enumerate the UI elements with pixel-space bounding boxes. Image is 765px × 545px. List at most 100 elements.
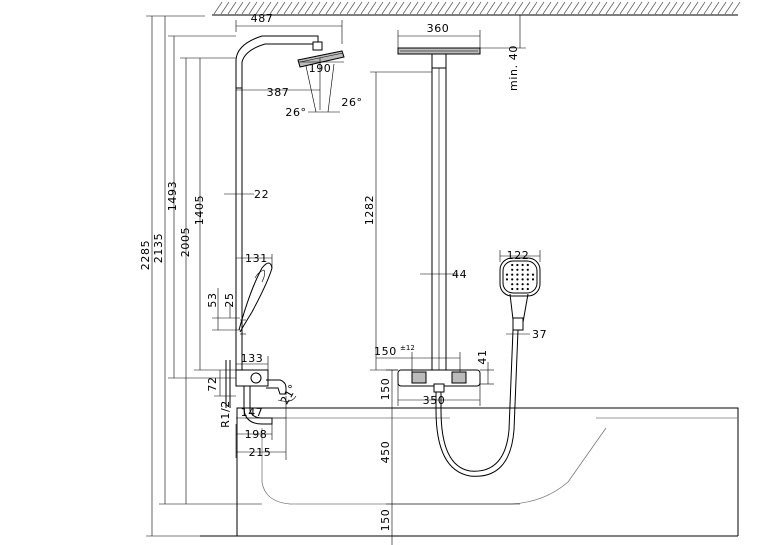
ceiling-hatch-line bbox=[241, 1, 251, 15]
ceiling-hatch-line bbox=[213, 1, 223, 15]
dim-head-offset: 387 bbox=[267, 86, 290, 99]
ceiling-hatch-line bbox=[276, 1, 286, 15]
spray-nozzle bbox=[526, 278, 529, 281]
spray-nozzle bbox=[511, 263, 514, 267]
ceiling-hatch-line bbox=[542, 1, 552, 15]
dim-25: 25 bbox=[223, 292, 236, 307]
spray-nozzle bbox=[521, 273, 524, 276]
ceiling-hatch-line bbox=[234, 1, 244, 15]
spray-nozzle bbox=[531, 278, 535, 281]
ceiling-hatch-line bbox=[220, 1, 230, 15]
ceiling-hatch-line bbox=[381, 1, 391, 15]
spray-nozzle bbox=[526, 268, 529, 271]
ceiling-hatch-line bbox=[556, 1, 566, 15]
ceiling-hatch-line bbox=[535, 1, 545, 15]
ceiling-hatch-line bbox=[290, 1, 300, 15]
ceiling-hatch-line bbox=[493, 1, 503, 15]
ceiling-hatch-line bbox=[640, 1, 650, 15]
ceiling-hatch-line bbox=[661, 1, 671, 15]
ceiling-hatch-line bbox=[479, 1, 489, 15]
ceiling-hatch-line bbox=[514, 1, 524, 15]
ceiling-hatch-line bbox=[668, 1, 678, 15]
spray-nozzle bbox=[511, 273, 514, 276]
spray-nozzle bbox=[511, 278, 514, 281]
spray-nozzle bbox=[516, 287, 519, 291]
ceiling-hatch-line bbox=[374, 1, 384, 15]
ceiling-hatch-line bbox=[696, 1, 706, 15]
dim-arm-length: 487 bbox=[251, 12, 274, 25]
dim-21-angle: 21° bbox=[278, 382, 300, 407]
spray-nozzle bbox=[526, 283, 529, 286]
spray-nozzle bbox=[505, 278, 509, 281]
dim-53: 53 bbox=[206, 292, 219, 307]
dim-tilt-left: 26° bbox=[285, 106, 306, 119]
dim-hand-side: 131 bbox=[245, 252, 268, 265]
spray-nozzle bbox=[516, 283, 519, 286]
ceiling-hatch-line bbox=[451, 1, 461, 15]
ceiling-hatch-line bbox=[633, 1, 643, 15]
dim-head-side: 190 bbox=[309, 62, 332, 75]
ceiling-hatch-line bbox=[472, 1, 482, 15]
ceiling-hatch-line bbox=[297, 1, 307, 15]
ceiling bbox=[212, 1, 741, 16]
ceiling-hatch-line bbox=[584, 1, 594, 15]
spray-nozzle bbox=[526, 273, 529, 276]
dim-2005: 2005 bbox=[179, 227, 192, 257]
ceiling-hatch-line bbox=[325, 1, 335, 15]
dim-hose: 37 bbox=[532, 328, 547, 341]
ceiling-hatch-line bbox=[563, 1, 573, 15]
ceiling-hatch-line bbox=[262, 1, 272, 15]
ceiling-hatch-line bbox=[318, 1, 328, 15]
ceiling-hatch-line bbox=[626, 1, 636, 15]
dim-72: 72 bbox=[206, 376, 219, 391]
dim-floor-height: 150 bbox=[379, 509, 392, 532]
ceiling-hatch-line bbox=[388, 1, 398, 15]
dim-2135: 2135 bbox=[152, 233, 165, 263]
ceiling-hatch-line bbox=[507, 1, 517, 15]
ceiling-hatch-line bbox=[269, 1, 279, 15]
dim-147: 147 bbox=[241, 406, 264, 419]
spray-nozzle bbox=[516, 273, 519, 276]
dim-inlet-spacing: 150 bbox=[374, 345, 397, 358]
ceiling-hatch-line bbox=[304, 1, 314, 15]
side-view-shower bbox=[225, 35, 345, 425]
spray-nozzle bbox=[521, 268, 524, 271]
spray-nozzle bbox=[516, 278, 519, 281]
dim-rail-diameter: 44 bbox=[452, 268, 467, 281]
ceiling-hatch-line bbox=[724, 1, 734, 15]
dimension-lines bbox=[146, 15, 541, 545]
ceiling-hatch-line bbox=[703, 1, 713, 15]
dim-inlet-tolerance: ±12 bbox=[400, 344, 415, 352]
dim-1405: 1405 bbox=[193, 195, 206, 225]
spray-nozzle bbox=[505, 273, 509, 276]
ceiling-hatch-line bbox=[577, 1, 587, 15]
dim-215: 215 bbox=[249, 446, 272, 459]
dim-thread: R1/2 bbox=[219, 400, 232, 428]
ceiling-hatch-line bbox=[675, 1, 685, 15]
ceiling-hatch-line bbox=[430, 1, 440, 15]
ceiling-hatch-line bbox=[339, 1, 349, 15]
dim-198: 198 bbox=[245, 428, 268, 441]
front-view-shower bbox=[397, 47, 541, 477]
dim-1493: 1493 bbox=[166, 181, 179, 211]
ceiling-hatch-line bbox=[395, 1, 405, 15]
dim-rail-height: 1282 bbox=[363, 195, 376, 225]
ceiling-hatch-line bbox=[360, 1, 370, 15]
ceiling-hatch-line bbox=[612, 1, 622, 15]
spray-nozzle bbox=[521, 263, 524, 267]
spray-nozzle bbox=[511, 283, 514, 286]
ceiling-hatch-line bbox=[521, 1, 531, 15]
spray-nozzle bbox=[511, 268, 514, 271]
ceiling-hatch-line bbox=[444, 1, 454, 15]
ceiling-hatch-line bbox=[570, 1, 580, 15]
ceiling-hatch-line bbox=[689, 1, 699, 15]
ceiling-hatch-line bbox=[465, 1, 475, 15]
ceiling-hatch-line bbox=[367, 1, 377, 15]
dim-41: 41 bbox=[476, 349, 489, 364]
ceiling-hatch-line bbox=[409, 1, 419, 15]
ceiling-hatch-line bbox=[591, 1, 601, 15]
ceiling-hatch-line bbox=[717, 1, 727, 15]
ceiling-hatch-line bbox=[500, 1, 510, 15]
ceiling-hatch-line bbox=[283, 1, 293, 15]
